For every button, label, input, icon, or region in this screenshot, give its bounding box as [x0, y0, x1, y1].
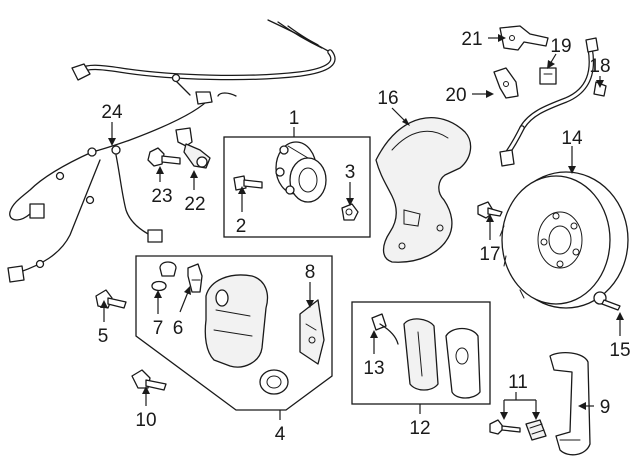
callout-3: 3 — [345, 162, 356, 183]
box-brake-pads — [351, 301, 491, 405]
callout-18: 18 — [589, 56, 610, 77]
part-21-bracket — [499, 25, 549, 51]
part-3-bolt — [341, 203, 359, 221]
part-16-splash-shield — [375, 117, 472, 263]
callout-12: 12 — [409, 418, 430, 439]
part-9-caliper-bracket — [549, 351, 591, 456]
part-4-caliper — [204, 274, 289, 395]
callout-2: 2 — [236, 216, 247, 237]
callout-1: 1 — [289, 108, 300, 129]
callout-4: 4 — [275, 424, 286, 445]
part-20-bracket — [493, 67, 519, 99]
leader-lines — [100, 34, 624, 420]
part-12-brake-pads — [403, 318, 481, 399]
callout-20: 20 — [445, 85, 466, 106]
callout-5: 5 — [98, 326, 109, 347]
part-18-brake-hose — [499, 37, 607, 167]
callout-11: 11 — [508, 372, 528, 393]
part-8-pad-shim — [299, 299, 325, 365]
callout-15: 15 — [609, 340, 630, 361]
callout-17: 17 — [479, 244, 500, 265]
part-11-guide-pin — [489, 419, 547, 441]
part-15-screw — [593, 291, 621, 311]
part-2-bolt — [233, 175, 263, 191]
part-7-cap — [151, 261, 177, 292]
part-1-hub-bearing — [275, 141, 327, 203]
part-24-wiring-harness — [7, 19, 336, 283]
callout-22: 22 — [184, 194, 205, 215]
part-6-bleeder-screw — [187, 263, 203, 293]
callout-16: 16 — [377, 88, 398, 109]
part-14-brake-rotor — [499, 171, 629, 309]
part-19-clip — [539, 67, 557, 85]
callout-13: 13 — [363, 358, 384, 379]
part-5-bolt — [95, 289, 127, 309]
callout-8: 8 — [305, 262, 316, 283]
callout-14: 14 — [561, 128, 583, 149]
box-caliper-assembly — [135, 255, 333, 411]
callout-24: 24 — [101, 102, 123, 123]
part-13-wear-sensor — [371, 313, 399, 345]
callout-19: 19 — [550, 36, 571, 57]
part-22-sensor — [175, 127, 211, 169]
part-23-bolt — [147, 147, 181, 167]
callout-labels: 1 2 3 4 5 6 7 8 9 10 11 12 13 14 15 16 1… — [98, 29, 631, 445]
box-hub-assembly — [223, 136, 371, 238]
callout-9: 9 — [600, 397, 611, 418]
part-10-bolt — [131, 369, 167, 391]
callout-7: 7 — [153, 318, 164, 339]
callout-23: 23 — [151, 186, 172, 207]
callout-21: 21 — [461, 29, 482, 50]
callout-6: 6 — [173, 318, 184, 339]
callout-10: 10 — [135, 410, 156, 431]
